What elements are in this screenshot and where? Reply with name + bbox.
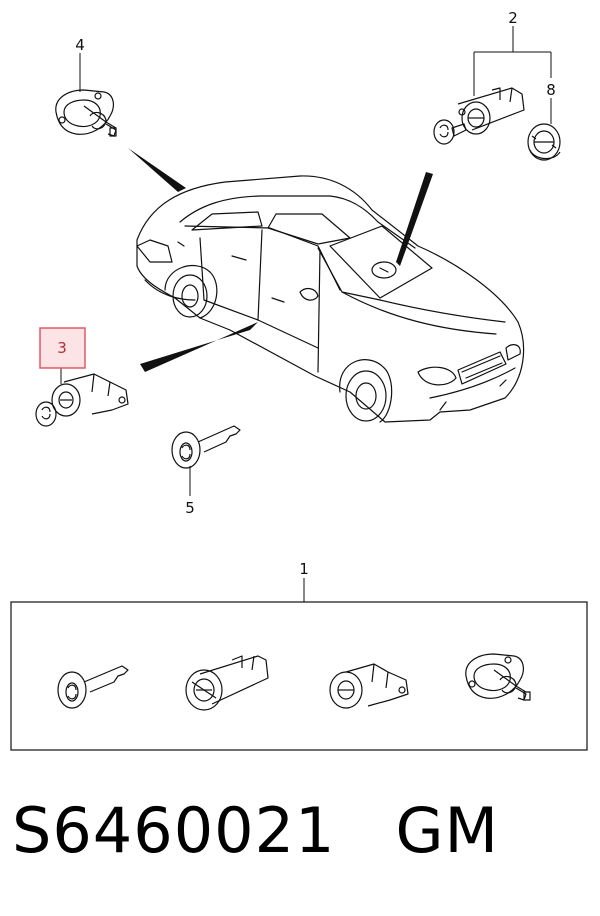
key-icon — [171, 425, 241, 469]
callout-4: 4 — [75, 36, 85, 54]
callout-2: 2 — [508, 9, 518, 27]
leader-lines — [60, 26, 552, 602]
car-illustration — [136, 175, 525, 423]
brand-label: GM — [395, 794, 500, 867]
callout-5: 5 — [185, 499, 195, 517]
callout-1: 1 — [299, 560, 309, 578]
pointer-wedges — [128, 148, 433, 372]
ignition-cylinder-icon — [433, 87, 525, 145]
trunk-lock-icon — [55, 89, 117, 137]
kit-door-lock-cylinder-icon — [329, 663, 409, 709]
kit-key-icon — [57, 665, 129, 709]
callout-8: 8 — [546, 81, 556, 99]
door-lock-cylinder-icon — [35, 373, 129, 427]
kit-trunk-lock-icon — [465, 653, 531, 701]
kit-ignition-cylinder-icon — [185, 655, 269, 711]
part-number: S6460021 — [12, 794, 336, 867]
callout-3-highlight — [39, 327, 86, 369]
ring-icon — [527, 123, 561, 161]
kit-box — [10, 601, 588, 751]
callout-3: 3 — [57, 339, 67, 357]
